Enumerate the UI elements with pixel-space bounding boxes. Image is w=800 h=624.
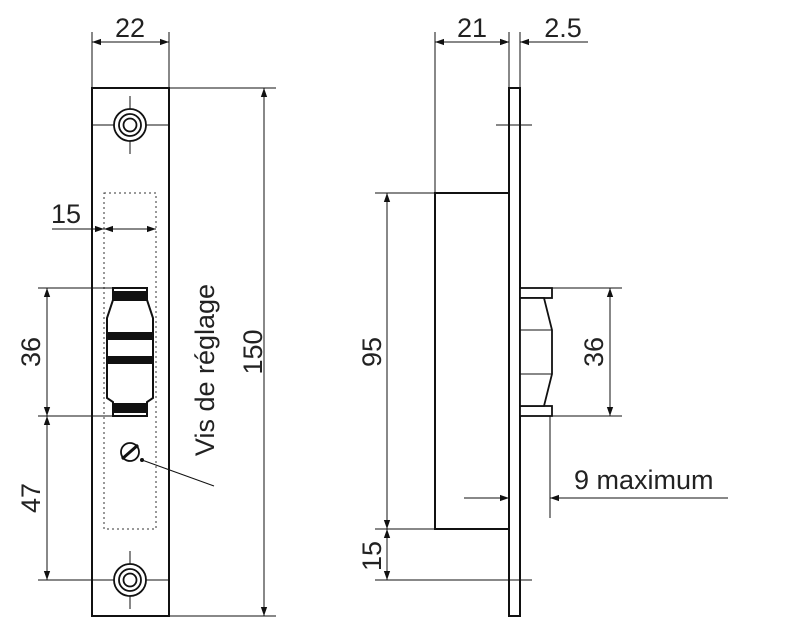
body-height-label: 95 [357,337,387,367]
max-protrusion-label: 9 maximum [574,465,714,495]
plate-thickness-label: 2.5 [544,13,582,43]
roller-front [106,287,154,417]
side-view: 21 2.5 95 15 36 9 maximum [357,13,728,617]
roller-height-label: 36 [16,337,46,367]
slot-width-label: 15 [51,199,81,229]
strike-plate-outline [91,87,170,617]
adjusting-screw-label: Vis de réglage [190,284,220,456]
side-roller-height-label: 36 [579,337,609,367]
top-screw-hole [92,96,169,154]
width-label: 22 [115,13,145,43]
lock-body [434,192,510,530]
roller-side [519,287,553,417]
leader-line [141,459,215,487]
height-label: 150 [238,329,268,374]
slot-outline [103,192,157,530]
front-view: 22 150 15 36 47 Vis de réglage [16,13,276,617]
adjusting-screw [120,442,215,487]
side-plate [508,87,521,617]
body-depth-label: 21 [457,13,487,43]
bottom-offset-label: 15 [357,541,387,571]
screw-offset-label: 47 [16,483,46,513]
